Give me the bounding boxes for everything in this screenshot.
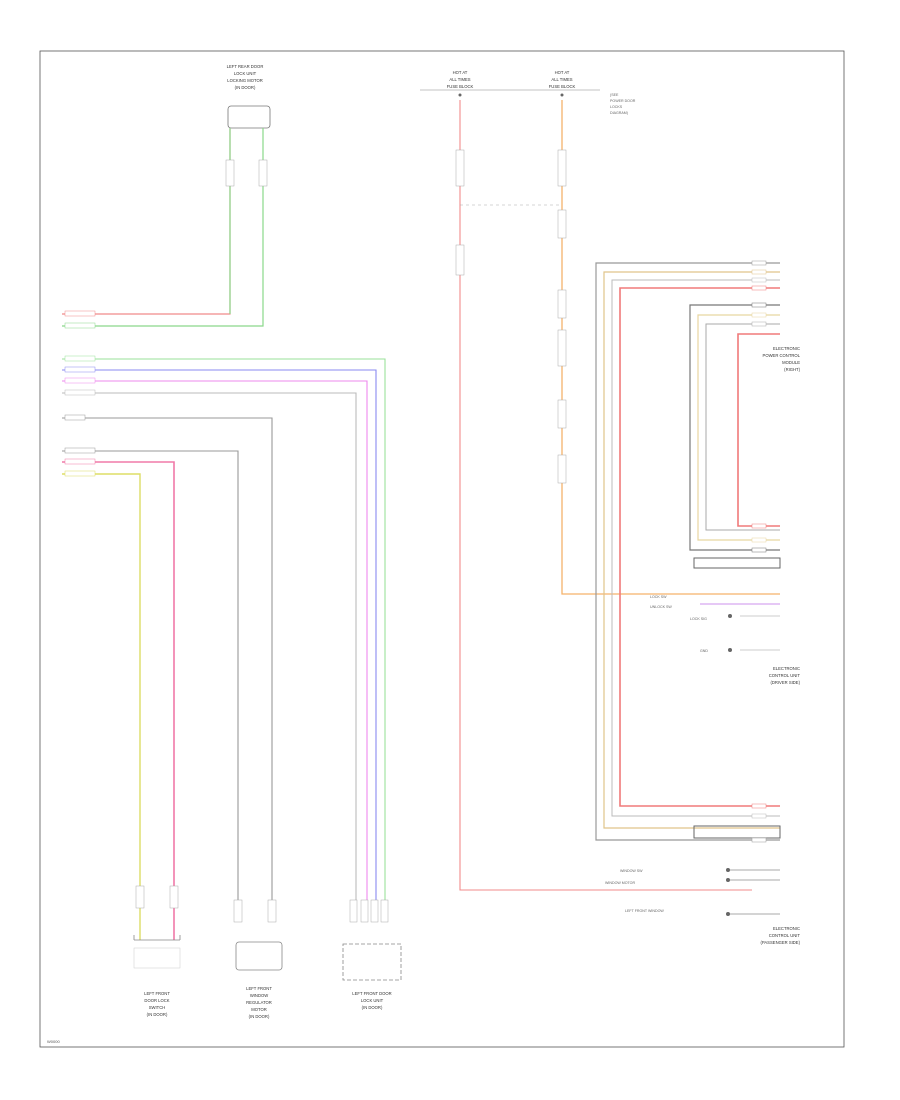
right-comp-2-label-3: (DRIVER SIDE) [770,680,800,685]
left-harness [62,358,386,940]
wire-green-b [62,128,264,327]
wire-tag [258,159,268,187]
bottom-3-label-1: LEFT FRONT DOOR [352,991,391,996]
bottom-1-label-4: (IN DOOR) [147,1012,168,1017]
wire-red-feed [459,100,752,891]
wire-red-1 [62,128,231,315]
right-note-1: (SEE [610,93,619,97]
right-comp-1-label-3: MODULE [782,360,800,365]
mid-label-2: UNLOCK SW [650,605,672,609]
wire-lightgreen [62,358,386,900]
switch-symbol [133,935,181,941]
mid-label-4: GND [700,649,708,653]
right-comp-1-label-1: ELECTRONIC [773,346,800,351]
bottom-2-label-4: MOTOR [251,1007,267,1012]
wire-orange-feed [561,100,640,595]
wire-grey-2 [62,417,273,900]
mid-label-3: LOCK SIG [690,617,707,621]
right-note-2: POWER DOOR [610,99,636,103]
diagram-frame [39,50,845,1048]
bottom-3-label-2: LOCK UNIT [361,998,384,1003]
conn2-label-3: FUSE BLOCK [549,84,576,89]
right-note-4: DIAGRAM) [610,111,628,115]
top-left-label-1: LEFT REAR DOOR [227,64,264,69]
bottom-1-label-1: LEFT FRONT [144,991,170,996]
right-comp-2-label-1: ELECTRONIC [773,666,800,671]
wire-grey-3 [62,450,239,900]
right-comp-3-label-3: (PASSENGER SIDE) [761,940,801,945]
right-comp-2-label-2: CONTROL UNIT [769,673,801,678]
footer-code: W0000 [47,1039,60,1044]
right-comp-1-label-2: POWER CONTROL [763,353,801,358]
right-captions: ELECTRONIC POWER CONTROL MODULE (RIGHT) … [605,346,801,945]
lower-label-1: WINDOW SW [620,869,643,873]
bottom-1-label-3: SWITCH [149,1005,166,1010]
top-left-label-3: LOCKING MOTOR [227,78,263,83]
right-comp-3-label-2: CONTROL UNIT [769,933,801,938]
right-harness [595,262,781,915]
lower-label-3: LEFT FRONT WINDOW [625,909,664,913]
bottom-2-label-5: (IN DOOR) [249,1014,270,1019]
top-connectors: HOT AT ALL TIMES FUSE BLOCK HOT AT ALL T… [420,70,636,115]
conn1-label-1: HOT AT [453,70,468,75]
fuse-feeds [459,100,752,891]
right-connector-pins [726,260,767,916]
wire-grey [62,392,357,900]
bottom-2-label-1: LEFT FRONT [246,986,272,991]
top-left-label-4: (IN DOOR) [235,85,256,90]
top-left-component: LEFT REAR DOOR LOCK UNIT LOCKING MOTOR (… [227,64,271,129]
bottom-1-label-2: DOOR LOCK [144,998,169,1003]
wire-blue [62,369,377,900]
conn2-label-1: HOT AT [555,70,570,75]
right-note-3: LOCKS [610,105,623,109]
lower-label-2: WINDOW MOTOR [605,881,635,885]
wire-pink [62,461,175,940]
bottom-components: LEFT FRONT DOOR LOCK SWITCH (IN DOOR) LE… [133,885,402,1019]
top-left-wires [62,128,264,327]
motor-symbol [227,105,271,129]
conn1-label-2: ALL TIMES [449,77,470,82]
bottom-2-label-2: WINDOW [250,993,268,998]
top-left-label-2: LOCK UNIT [234,71,257,76]
left-pins [64,310,96,477]
right-comp-3-label-1: ELECTRONIC [773,926,800,931]
motor-symbol-2 [235,941,283,971]
mid-label-1: LOCK SW [650,595,667,599]
wire-yellow [62,473,141,940]
conn1-label-3: FUSE BLOCK [447,84,474,89]
wire-tag [225,159,235,187]
conn2-label-2: ALL TIMES [551,77,572,82]
wire-violet [62,380,368,900]
bottom-3-label-3: (IN DOOR) [362,1005,383,1010]
lock-unit-symbol [342,943,402,981]
right-comp-1-label-4: (RIGHT) [784,367,800,372]
bottom-2-label-3: REGULATOR [246,1000,272,1005]
